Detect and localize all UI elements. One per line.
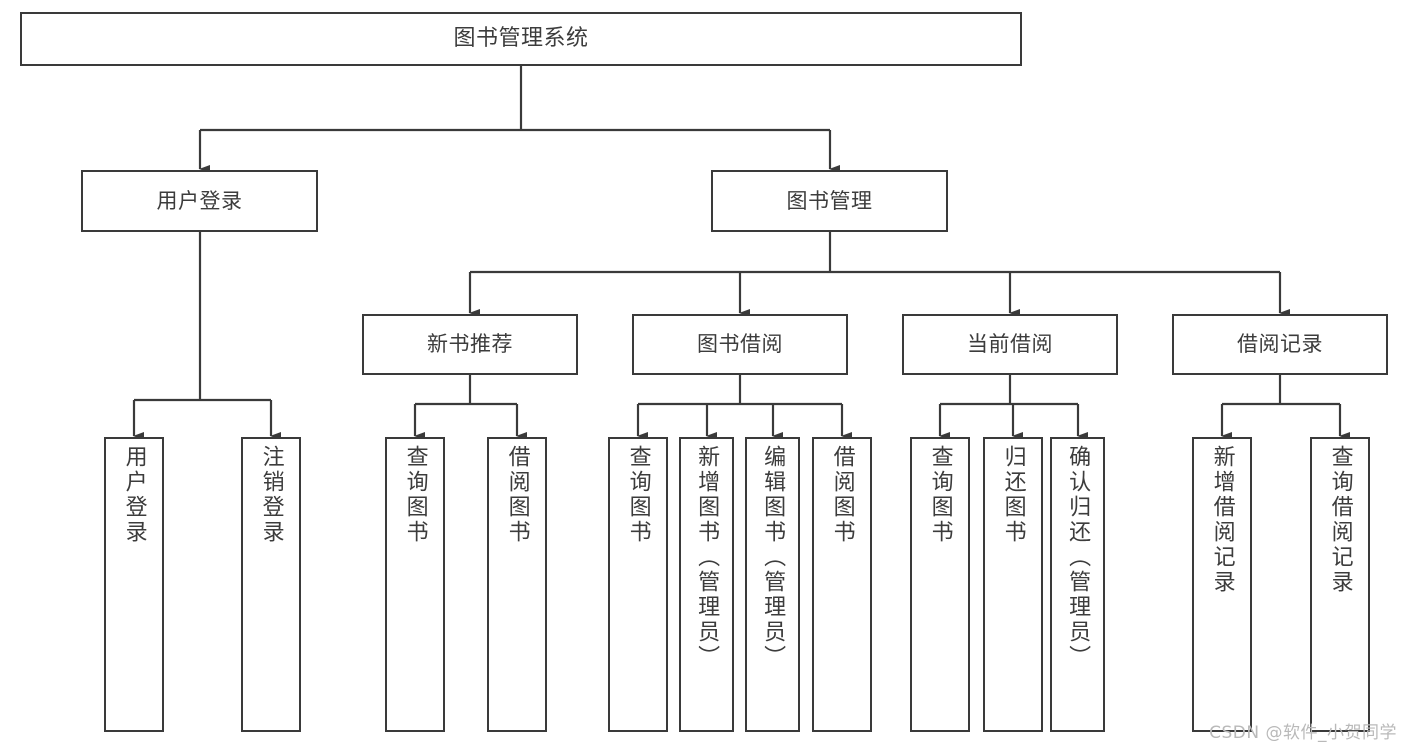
node-leaf-user-logout[interactable]: 注销登录 [241, 437, 301, 732]
node-label-current-borrow: 当前借阅 [967, 332, 1053, 357]
watermark-csdn: CSDN @软件_小贺同学 [1209, 723, 1397, 743]
node-label-new-book-rec: 新书推荐 [427, 332, 513, 357]
node-label-leaf-br-query: 查询借阅记录 [1327, 445, 1353, 595]
node-leaf-bb-add[interactable]: 新增图书（管理员） [679, 437, 734, 732]
node-borrow-record[interactable]: 借阅记录 [1172, 314, 1388, 375]
node-label-leaf-user-logout: 注销登录 [258, 445, 284, 545]
node-book-borrow[interactable]: 图书借阅 [632, 314, 848, 375]
node-label-leaf-cb-return: 归还图书 [1000, 445, 1026, 545]
node-leaf-bb-query[interactable]: 查询图书 [608, 437, 668, 732]
node-leaf-user-login[interactable]: 用户登录 [104, 437, 164, 732]
node-current-borrow[interactable]: 当前借阅 [902, 314, 1118, 375]
node-user-login[interactable]: 用户登录 [81, 170, 318, 232]
node-label-leaf-user-login: 用户登录 [121, 445, 147, 545]
node-book-manage[interactable]: 图书管理 [711, 170, 948, 232]
node-label-leaf-cb-query: 查询图书 [927, 445, 953, 545]
node-label-root: 图书管理系统 [453, 26, 589, 52]
node-leaf-cb-confirm[interactable]: 确认归还（管理员） [1050, 437, 1105, 732]
node-leaf-cb-return[interactable]: 归还图书 [983, 437, 1043, 732]
node-label-book-borrow: 图书借阅 [697, 332, 783, 357]
node-label-leaf-bb-add: 新增图书（管理员） [694, 445, 720, 670]
node-leaf-bb-borrow[interactable]: 借阅图书 [812, 437, 872, 732]
node-label-leaf-bb-query: 查询图书 [625, 445, 651, 545]
node-label-leaf-nbr-borrow: 借阅图书 [504, 445, 530, 545]
node-label-borrow-record: 借阅记录 [1237, 332, 1323, 357]
node-label-leaf-bb-edit: 编辑图书（管理员） [760, 445, 786, 670]
node-label-leaf-nbr-query: 查询图书 [402, 445, 428, 545]
node-leaf-br-query[interactable]: 查询借阅记录 [1310, 437, 1370, 732]
node-leaf-br-add[interactable]: 新增借阅记录 [1192, 437, 1252, 732]
node-label-user-login: 用户登录 [156, 188, 243, 213]
node-label-leaf-bb-borrow: 借阅图书 [829, 445, 855, 545]
node-root[interactable]: 图书管理系统 [20, 12, 1022, 66]
node-label-leaf-br-add: 新增借阅记录 [1209, 445, 1235, 595]
node-label-leaf-cb-confirm: 确认归还（管理员） [1065, 445, 1091, 670]
node-leaf-nbr-borrow[interactable]: 借阅图书 [487, 437, 547, 732]
node-label-book-manage: 图书管理 [786, 188, 873, 213]
node-leaf-bb-edit[interactable]: 编辑图书（管理员） [745, 437, 800, 732]
node-leaf-nbr-query[interactable]: 查询图书 [385, 437, 445, 732]
node-leaf-cb-query[interactable]: 查询图书 [910, 437, 970, 732]
node-new-book-rec[interactable]: 新书推荐 [362, 314, 578, 375]
edge-group [132, 66, 1350, 440]
